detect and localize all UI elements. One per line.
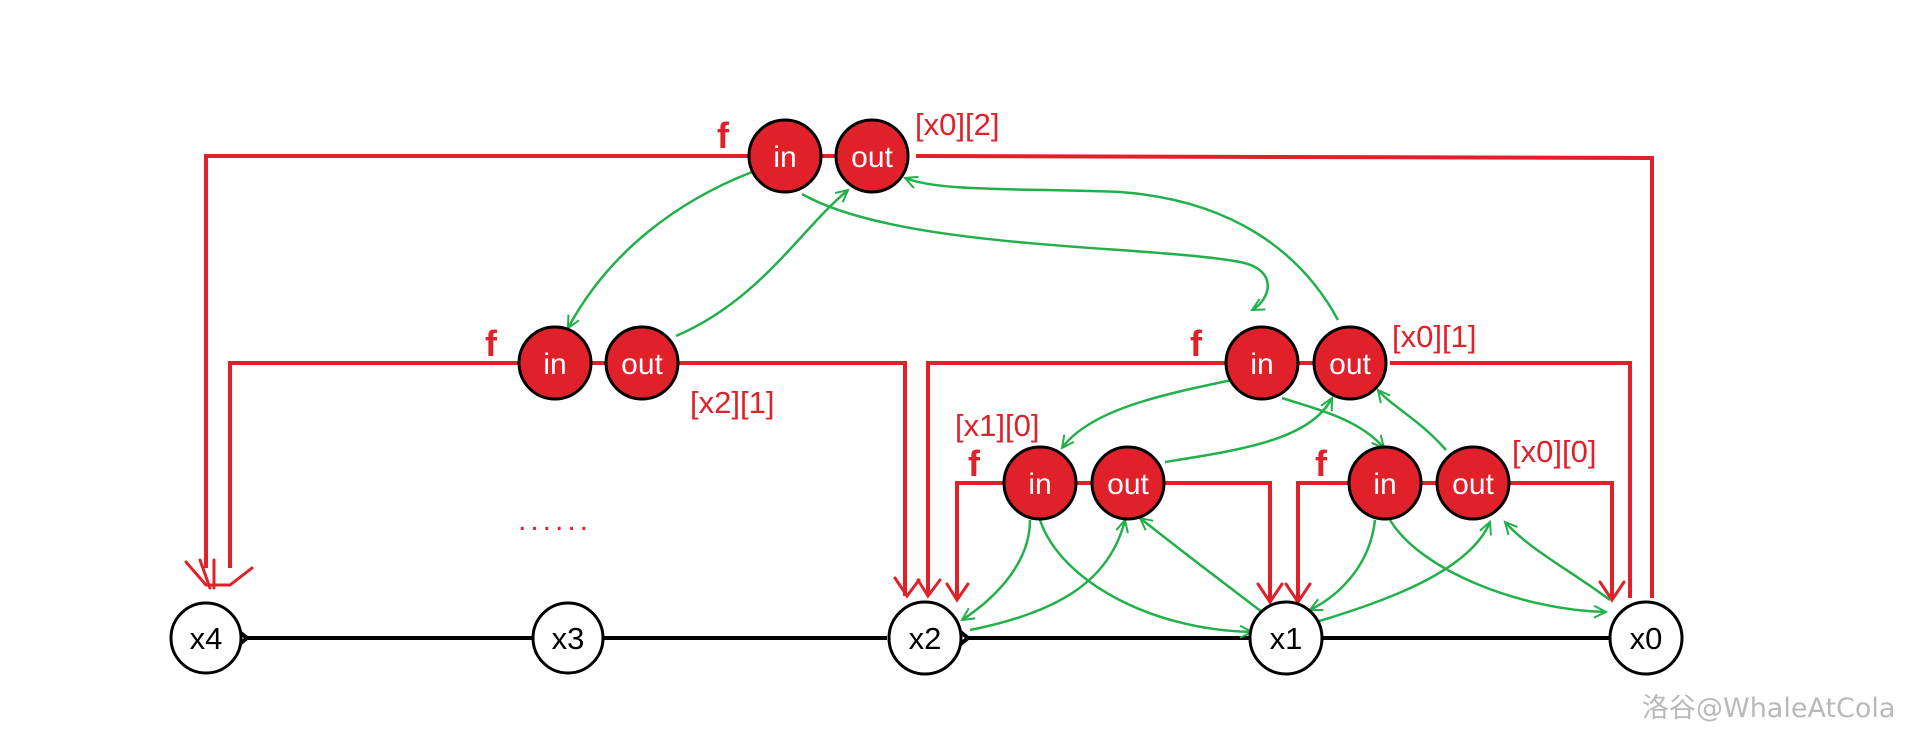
x2-block-in-to-x4-wire bbox=[228, 361, 520, 568]
block-x0-1: in out f [x0][1] bbox=[1190, 319, 1476, 401]
ellipsis-dots: ...... bbox=[518, 504, 592, 537]
x4-arrow-tip bbox=[184, 558, 254, 590]
watermark: 洛谷@WhaleAtCola bbox=[1642, 693, 1895, 724]
node-x1-circle bbox=[1248, 600, 1324, 676]
top-in-label: in bbox=[773, 141, 796, 174]
x0-0-out-to-x0-wire bbox=[1510, 481, 1614, 598]
node-x1-label: x1 bbox=[1270, 621, 1303, 656]
x2-out-to-top-out-arrow bbox=[675, 190, 848, 338]
block-x0-0: in out f [x0][0] bbox=[1315, 434, 1596, 521]
top-tag-label: [x0][2] bbox=[915, 107, 999, 142]
block-top: in out f [x0][2] bbox=[717, 107, 999, 194]
green-arrows bbox=[566, 170, 1611, 632]
x2-block-out-to-x2-wire bbox=[678, 361, 907, 596]
x0-1-tag-label: [x0][1] bbox=[1392, 319, 1476, 354]
x2-arrow-tip-c bbox=[945, 582, 970, 603]
x2-block-in-label: in bbox=[543, 348, 566, 381]
x2-block-tag-label: [x2][1] bbox=[690, 385, 774, 420]
x0-0-in-circle bbox=[1347, 445, 1423, 521]
x0-1-out-to-top-out-arrow bbox=[905, 178, 1340, 321]
x0-0-out-label: out bbox=[1452, 468, 1494, 501]
node-x2-circle bbox=[887, 600, 963, 676]
node-x0-label: x0 bbox=[1630, 621, 1663, 656]
x1-0-f-label: f bbox=[968, 443, 981, 484]
top-in-to-x0-1-in-arrow bbox=[801, 192, 1269, 312]
top-out-to-x0-wire bbox=[915, 154, 1654, 598]
x0-1-in-to-x2-wire bbox=[926, 361, 1228, 596]
x0-0-in-to-x1-arrow bbox=[1310, 519, 1377, 612]
x2-block-out-label: out bbox=[621, 348, 663, 381]
node-x4-label: x4 bbox=[190, 621, 223, 656]
node-x0-circle bbox=[1608, 600, 1684, 676]
x0-0-in-to-x0-arrow bbox=[1388, 519, 1606, 612]
x0-0-in-to-x1-wire bbox=[1296, 481, 1350, 600]
x0-1-in-to-x1-0-in-arrow bbox=[1062, 378, 1233, 448]
x1-0-out-label: out bbox=[1107, 468, 1149, 501]
x1-0-in-to-x2-wire bbox=[955, 481, 1005, 598]
x1-0-in-label: in bbox=[1028, 468, 1051, 501]
x1-0-out-to-x0-1-out-arrow bbox=[1164, 398, 1334, 464]
block-x2: in out f [x2][1] bbox=[485, 323, 774, 420]
x2-block-f-label: f bbox=[485, 323, 498, 364]
node-x2-label: x2 bbox=[909, 621, 942, 656]
x0-0-in-label: in bbox=[1373, 468, 1396, 501]
x0-1-in-label: in bbox=[1250, 348, 1273, 381]
top-in-to-x2-in-arrow bbox=[566, 170, 753, 328]
top-f-label: f bbox=[717, 115, 730, 156]
x1-to-x1-0-out-arrow bbox=[1140, 518, 1263, 613]
top-out-label: out bbox=[851, 141, 893, 174]
x2-to-x1-0-out-arrow bbox=[969, 520, 1125, 632]
top-in-circle bbox=[747, 118, 823, 194]
x2-arrow-tip-b bbox=[916, 578, 942, 599]
x1-0-in-to-x2-arrow-a bbox=[962, 519, 1032, 620]
x0-0-f-label: f bbox=[1315, 443, 1328, 484]
block-x1-0: in out f [x1][0] bbox=[955, 408, 1166, 521]
x0-0-out-to-x0-1-out-arrow bbox=[1378, 390, 1447, 451]
top-out-circle bbox=[834, 118, 910, 194]
x0-arrow-tip bbox=[1598, 580, 1626, 603]
node-x3-circle bbox=[531, 601, 605, 675]
x0-to-x0-0-out-arrow bbox=[1505, 522, 1611, 602]
x1-arrow-tip-b bbox=[1284, 582, 1312, 605]
node-x4-circle bbox=[169, 601, 243, 675]
x1-0-out-to-x1-wire bbox=[1165, 481, 1272, 600]
x0-0-out-circle bbox=[1435, 445, 1511, 521]
x0-1-in-circle bbox=[1224, 325, 1300, 401]
x1-0-in-circle bbox=[1002, 445, 1078, 521]
x0-1-in-to-x0-0-in-arrow bbox=[1281, 396, 1384, 448]
x1-0-tag-label: [x1][0] bbox=[955, 408, 1039, 443]
red-arrow-tips bbox=[184, 558, 1626, 605]
x1-arrow-tip-a bbox=[1256, 582, 1284, 605]
x1-0-out-circle bbox=[1090, 445, 1166, 521]
red-wires bbox=[204, 154, 1654, 600]
x0-1-out-circle bbox=[1312, 325, 1388, 401]
x1-0-in-to-x1-arrow bbox=[1038, 519, 1252, 632]
x2-arrow-tip-a bbox=[893, 576, 921, 599]
x2-block-out-circle bbox=[604, 325, 680, 401]
x1-to-x0-0-out-arrow bbox=[1315, 522, 1490, 624]
chain-nodes: x4 x3 x2 x1 x0 bbox=[169, 600, 1684, 676]
x0-1-out-to-x0-wire bbox=[1390, 361, 1632, 598]
x0-1-out-label: out bbox=[1329, 348, 1371, 381]
top-in-to-x4-wire bbox=[204, 154, 757, 568]
node-x3-label: x3 bbox=[552, 621, 585, 656]
x0-0-tag-label: [x0][0] bbox=[1512, 434, 1596, 469]
x0-1-f-label: f bbox=[1190, 323, 1203, 364]
x2-block-in-circle bbox=[517, 325, 593, 401]
